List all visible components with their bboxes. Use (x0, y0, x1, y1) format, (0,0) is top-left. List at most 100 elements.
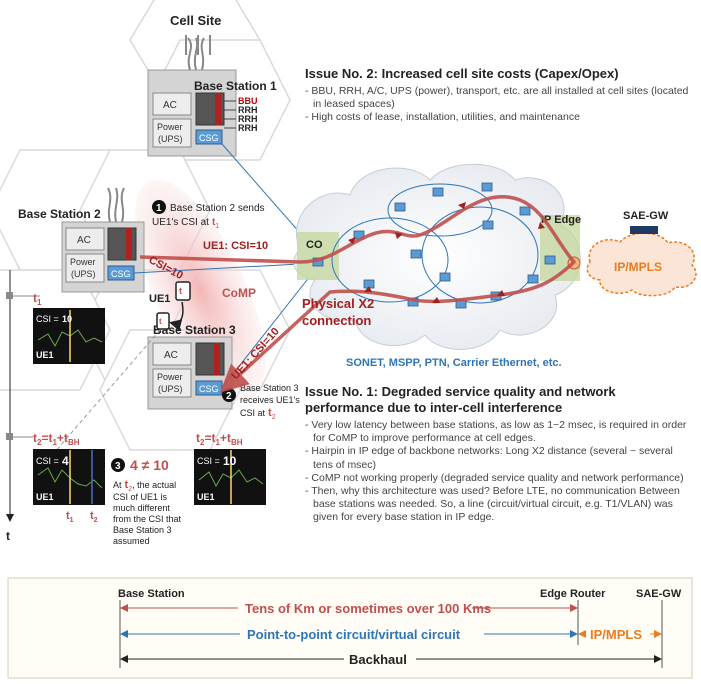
ue1-csi-top-label: UE1: CSI=10 (203, 240, 268, 252)
t2-eq-label-sub2: 2 (37, 438, 42, 447)
csi-graph-t2: CSI = 4 UE1 (33, 449, 105, 505)
backhaul-label: Backhaul (349, 652, 407, 667)
issue1-title: Issue No. 1: Degraded service quality an… (305, 384, 616, 415)
sonet-ring-right (421, 206, 539, 304)
graph3-csi-label: CSI = (197, 456, 220, 466)
bs1-rrh2-label: RRH (238, 114, 258, 124)
step3-line1-text: At (113, 480, 122, 490)
bs2-power-label: Power (70, 257, 96, 267)
step1-t: t (212, 217, 216, 228)
bottom-ipmpls-label: IP/MPLS (590, 627, 642, 642)
csi-graph-t1: CSI = 10 UE1 (33, 308, 105, 364)
graph2-t2-t: t (90, 510, 94, 522)
bs1-rrh3-label: RRH (238, 123, 258, 133)
bs1-csg (195, 129, 223, 145)
step1-badge (152, 200, 166, 214)
base-station-3: AC Power (UPS) CSG (147, 336, 233, 410)
t1-label: t1 (33, 291, 42, 307)
graph2-t1: t1 (66, 510, 74, 524)
t1-label-sub: 1 (37, 298, 42, 307)
bs3-graph-t2-label: t2=t1+tBH (196, 431, 243, 447)
graph1-csi-label: CSI = (36, 314, 59, 324)
hairpin-arrows (348, 202, 545, 303)
issue1-bullet-1: Very low latency between base stations, … (305, 419, 693, 445)
ue1-label: UE1 (149, 293, 170, 305)
ue1-phone-t2-base: t (159, 317, 162, 326)
graph2-t2: t2 (90, 510, 98, 524)
issue1-list: Very low latency between base stations, … (305, 419, 693, 525)
graph1-ue1-label: UE1 (36, 350, 54, 360)
bottom-sae-gw: SAE-GW (636, 588, 682, 600)
step1-line1: Base Station 2 sends (170, 203, 265, 214)
t2-eq-label-sub1: 1 (52, 438, 57, 447)
bs2-antenna-icon (107, 187, 125, 223)
graph2-ue1-label: UE1 (36, 492, 54, 502)
bs3-graph-t2-label-t: t (196, 431, 200, 445)
x2-label-line2: connection (302, 313, 371, 328)
distance-label: Tens of Km or sometimes over 100 Kms (245, 601, 491, 616)
step1-number: 1 (156, 203, 162, 214)
sae-gw-icon (630, 226, 658, 234)
t2-eq-label-t: t (33, 431, 37, 445)
cell-site-title: Cell Site (170, 13, 221, 28)
co-label: CO (306, 239, 323, 251)
step2-line3-text: CSI at (240, 408, 266, 418)
ip-edge-box (540, 215, 580, 281)
issue1-bullet-2: Hairpin in IP edge of backbone networks:… (305, 445, 693, 471)
bs1-ac-label: AC (163, 100, 177, 111)
t2-eq-label-eq: =t (41, 431, 52, 445)
bottom-edge-router: Edge Router (540, 588, 606, 600)
t2-eq-label-bh: BH (68, 438, 80, 447)
ue1-phone-icon (175, 281, 191, 301)
bs3-ac-label: AC (164, 350, 178, 361)
csi-graph-bs3: CSI = 10 UE1 (194, 449, 266, 505)
comp-zone (134, 179, 266, 401)
step2-t: t (268, 407, 272, 419)
ip-mpls-label: IP/MPLS (614, 260, 662, 274)
sonet-ring-top (387, 183, 493, 237)
bs2-ups-label: (UPS) (71, 269, 96, 279)
base-station-2: AC Power (UPS) CSG (61, 221, 145, 293)
bottom-base-station: Base Station (118, 588, 185, 600)
ip-edge-label: IP Edge (541, 214, 581, 226)
step3-line3: CSI of UE1 is (113, 492, 168, 502)
step1-line2-text: UE1's CSI at (152, 217, 209, 228)
issue2-block: Issue No. 2: Increased cell site costs (… (305, 66, 695, 125)
network-cloud (293, 163, 581, 350)
bs3-csg-label: CSG (199, 384, 219, 394)
x2-label-line1: Physical X2 (302, 296, 374, 311)
bs3-ups-label: (UPS) (158, 384, 183, 394)
bs1-rrh1-label: RRH (238, 105, 258, 115)
issue2-bullet-1: BBU, RRH, A/C, UPS (power), transport, e… (305, 85, 695, 111)
graph2-csi-value: 4 (62, 454, 69, 468)
time-axis-label: t (6, 529, 10, 543)
sae-gw-label: SAE-GW (623, 210, 669, 222)
network-tech-label: SONET, MSPP, PTN, Carrier Ethernet, etc. (346, 357, 562, 369)
graph2-t1-t: t (66, 510, 70, 522)
step3-badge (111, 458, 125, 472)
base-station-1: AC Power (UPS) CSG Base Station 1 BBU RR… (147, 69, 277, 157)
step3-line1-t: t (125, 479, 129, 491)
bs3-power-label: Power (157, 372, 183, 382)
issue1-bullet-4: Then, why this architecture was used? Be… (305, 485, 693, 525)
ue1-move-arrow (169, 301, 184, 331)
graph1-csi-value: 10 (62, 314, 72, 324)
step3-line2-text: , the actual (132, 480, 176, 490)
step3-line1-sub: 2 (128, 486, 132, 493)
bs3-graph-t2-label-sub1: 1 (215, 438, 220, 447)
bs1-antenna-icon (185, 35, 211, 71)
ip-mpls-cloud (586, 232, 697, 297)
issue2-title: Issue No. 2: Increased cell site costs (… (305, 66, 619, 81)
hairpin-path (139, 194, 576, 393)
step2-number: 2 (226, 391, 232, 402)
bs3-graph-t2-label-bh: BH (231, 438, 243, 447)
bs1-csg-label: CSG (199, 133, 219, 143)
bs1-power-label: Power (157, 122, 183, 132)
ue-dashed-line (47, 329, 161, 461)
step3-line6: Base Station 3 (113, 525, 172, 535)
t1-label-t: t (33, 291, 37, 305)
graph2-t1-sub: 1 (70, 517, 74, 524)
